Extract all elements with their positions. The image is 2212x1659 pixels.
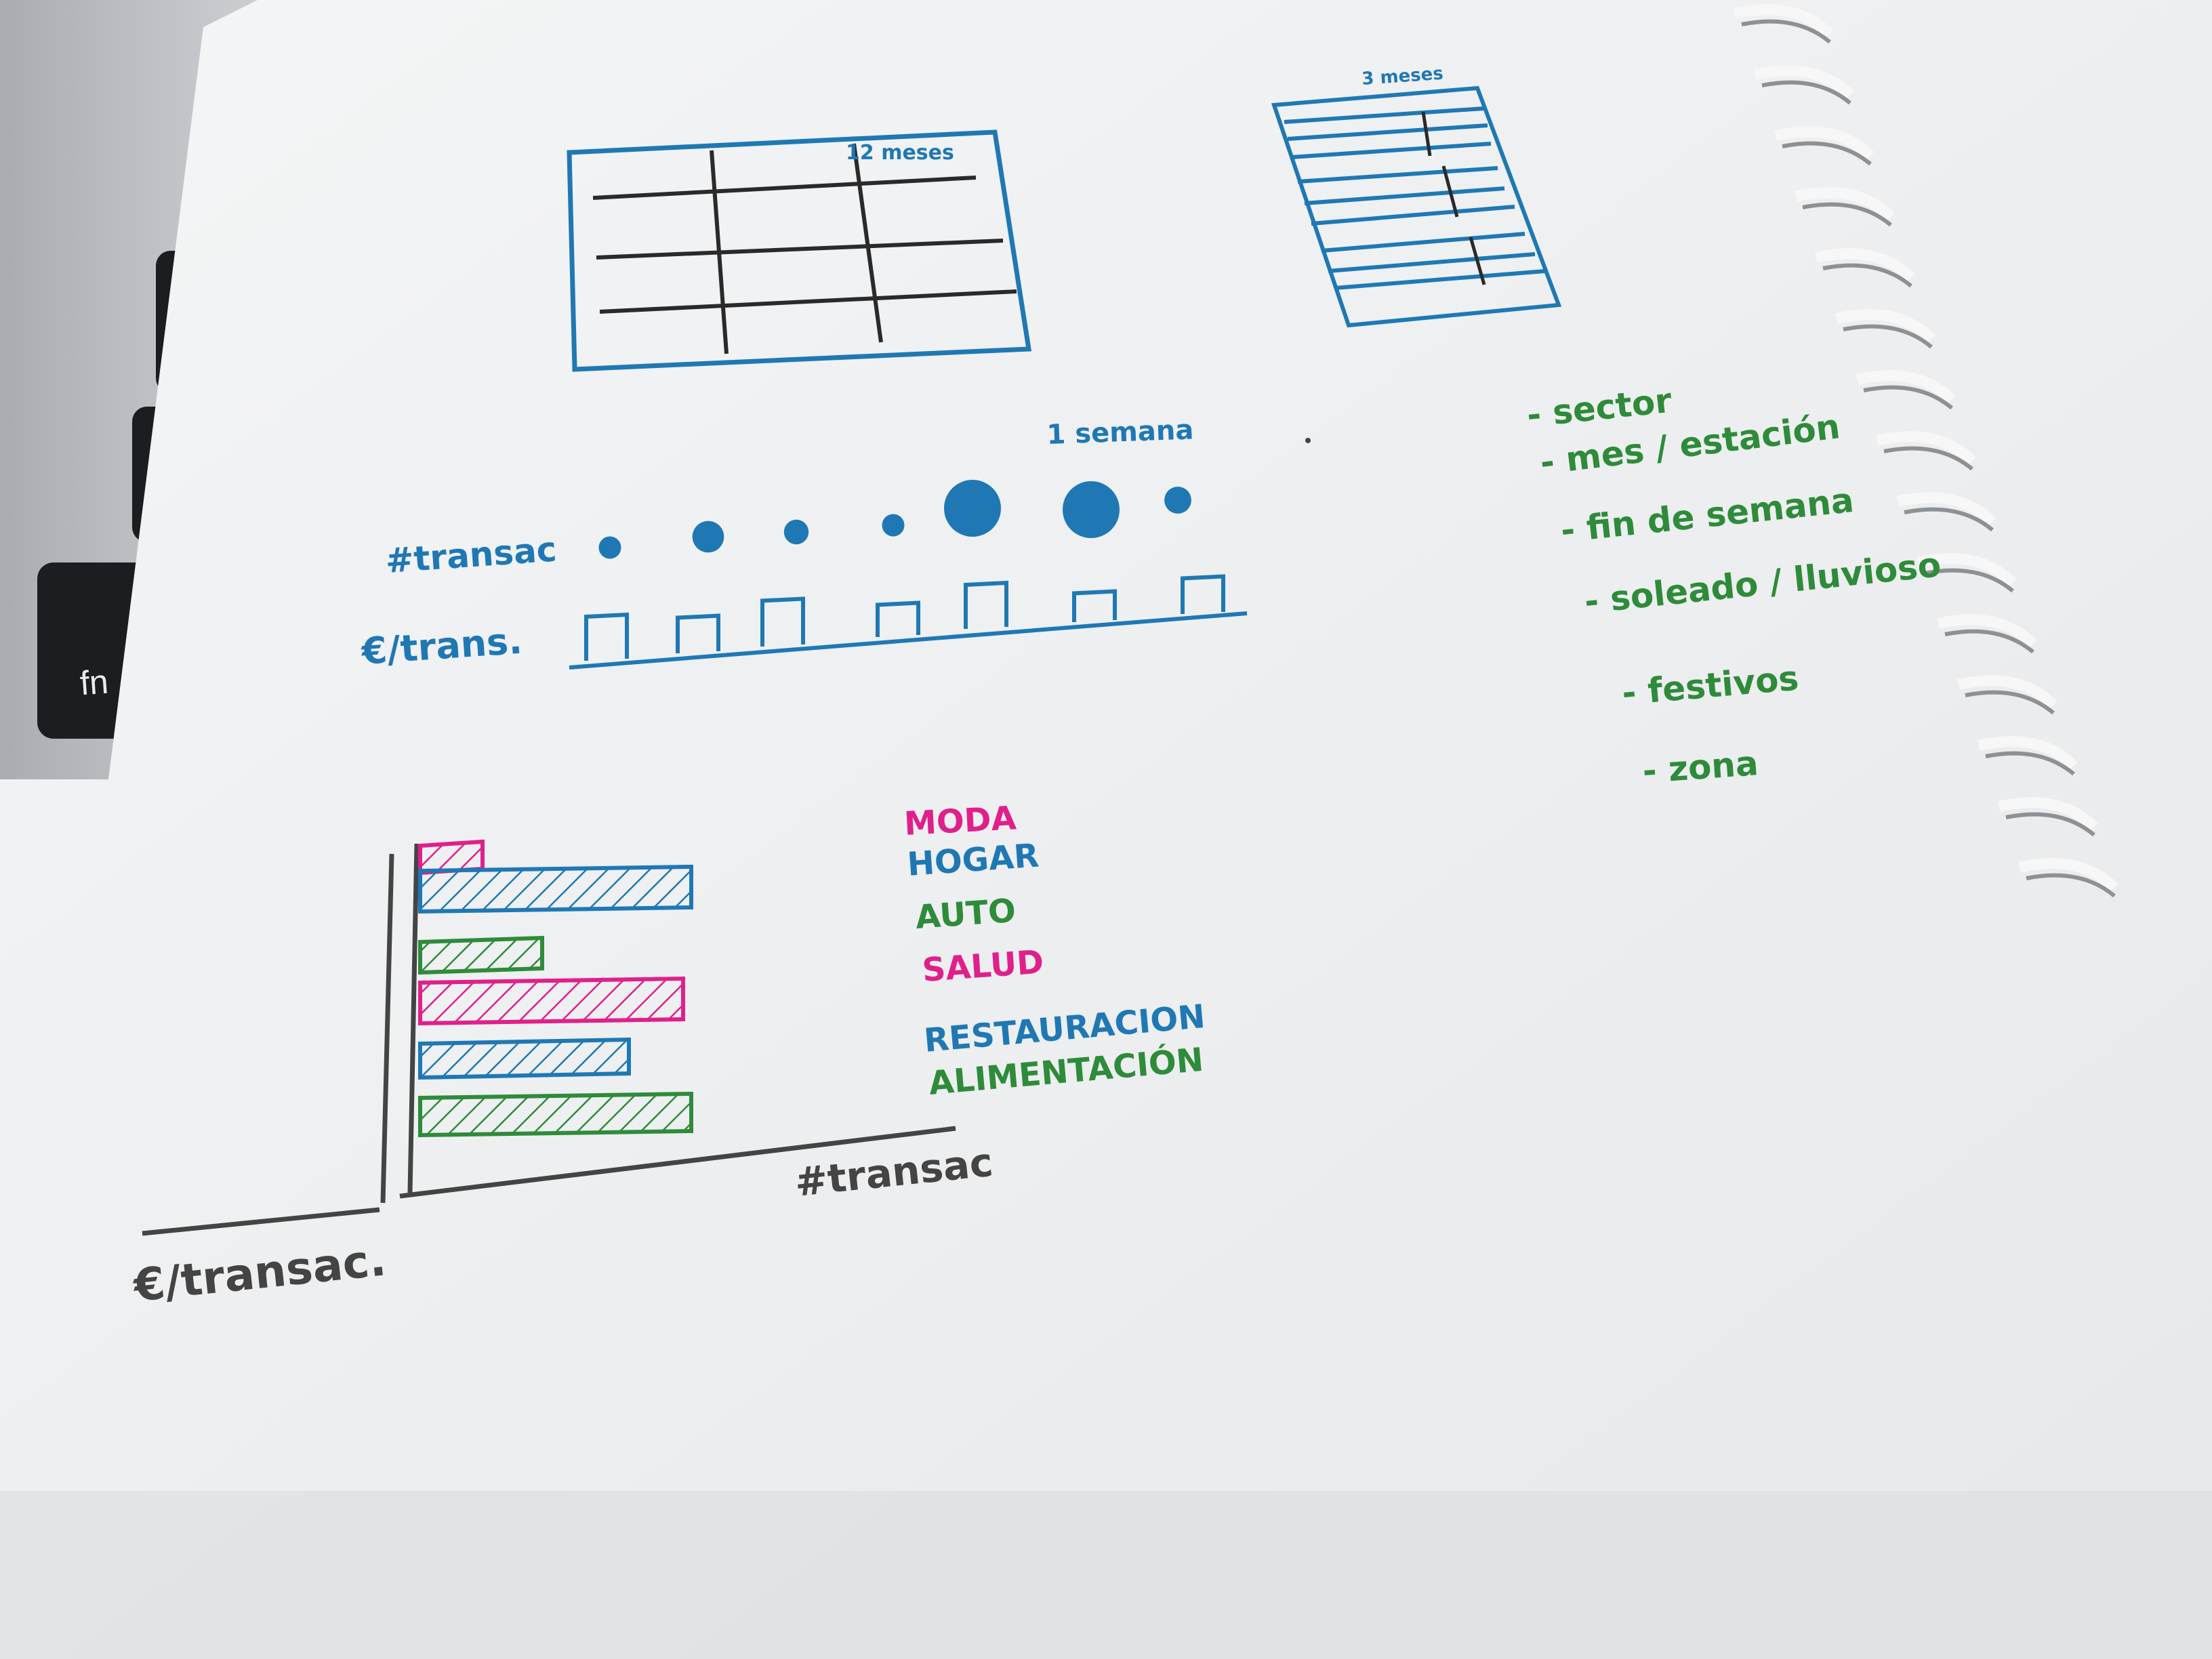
sketch-table-12-months xyxy=(567,129,1032,372)
week-bar xyxy=(760,596,805,647)
stray-dot xyxy=(1305,438,1311,443)
factor-item: - zona xyxy=(1641,743,1760,791)
week-dots xyxy=(598,480,1191,559)
sketch-table-12-grid xyxy=(592,143,1017,354)
week-dot xyxy=(882,514,905,537)
bar-sketch-bar xyxy=(418,1037,631,1080)
bar-sketch xyxy=(418,839,693,1138)
week-dot xyxy=(598,536,621,559)
week-bar xyxy=(876,600,920,637)
week-label: 1 semana xyxy=(1046,414,1194,451)
bar-sketch-label: AUTO xyxy=(914,892,1017,937)
week-dot xyxy=(1063,481,1120,538)
bar-sketch-label: HOGAR xyxy=(906,837,1040,884)
bar-sketch-axes xyxy=(142,843,956,1236)
spiral-shadow xyxy=(1741,19,2116,898)
bar-sketch-bar xyxy=(418,1091,693,1138)
week-dot xyxy=(944,480,1001,537)
bar-sketch-bar xyxy=(418,935,544,975)
page-shadow xyxy=(0,1491,2212,1659)
sketch-table-3-grid xyxy=(1421,111,1486,285)
week-bar xyxy=(964,580,1008,629)
week-bar xyxy=(1072,589,1117,622)
week-bars xyxy=(584,574,1225,661)
week-bar xyxy=(676,613,720,653)
sketch-table-3-months xyxy=(1271,85,1562,328)
week-baseline xyxy=(569,611,1248,670)
week-bar xyxy=(584,612,629,661)
bar-sketch-label: MODA xyxy=(903,799,1017,843)
sketch-table-12-label: 12 meses xyxy=(846,141,954,165)
fn-key-label: fn xyxy=(79,662,110,703)
spiral-binding xyxy=(1734,4,2118,892)
bar-sketch-label: SALUD xyxy=(921,943,1045,989)
week-bar xyxy=(1181,574,1225,614)
week-dot xyxy=(692,520,724,553)
bar-sketch-bar xyxy=(418,976,685,1026)
week-dot xyxy=(1164,487,1191,514)
week-dot xyxy=(783,519,809,545)
bar-sketch-bar xyxy=(418,864,693,914)
